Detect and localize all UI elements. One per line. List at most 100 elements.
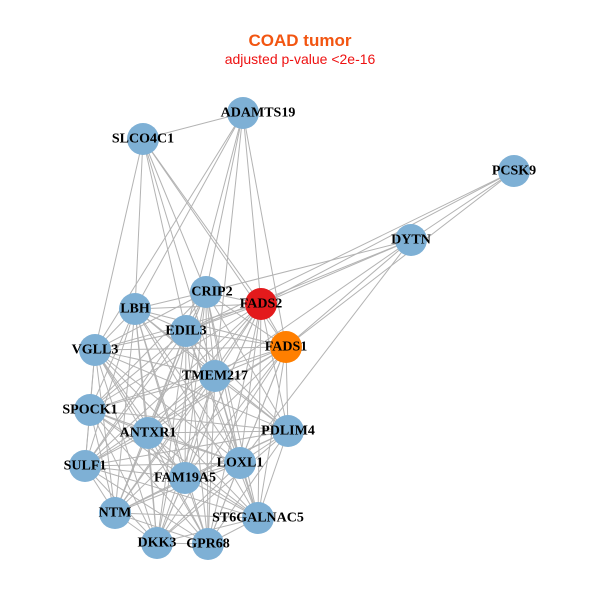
node-label: FAM19A5	[154, 471, 216, 486]
edge-layer	[84, 112, 515, 545]
node-label: TMEM217	[182, 369, 248, 384]
node-circle[interactable]	[132, 417, 164, 449]
node-label: LBH	[120, 302, 150, 317]
node-label: SULF1	[64, 459, 107, 474]
node-fads2[interactable]: FADS2	[240, 288, 283, 320]
node-circle[interactable]	[245, 288, 277, 320]
node-label: DYTN	[391, 233, 431, 248]
node-slco4c1[interactable]: SLCO4C1	[112, 123, 174, 155]
edge-lbh-sulf1	[84, 308, 136, 467]
edge-lbh-spock1	[89, 308, 136, 411]
node-circle[interactable]	[227, 97, 259, 129]
node-label: ST6GALNAC5	[212, 511, 304, 526]
node-circle[interactable]	[192, 528, 224, 560]
node-circle[interactable]	[272, 415, 304, 447]
node-circle[interactable]	[242, 502, 274, 534]
node-adamts19[interactable]: ADAMTS19	[221, 97, 296, 129]
node-antxr1[interactable]: ANTXR1	[120, 417, 177, 449]
edge-slco4c1-crip2	[142, 138, 207, 293]
edge-slco4c1-adamts19	[142, 112, 244, 140]
node-circle[interactable]	[99, 497, 131, 529]
node-circle[interactable]	[395, 224, 427, 256]
edge-tmem217-ntm	[114, 375, 216, 514]
node-circle[interactable]	[224, 447, 256, 479]
node-circle[interactable]	[190, 276, 222, 308]
edge-lbh-st6galnac5	[134, 308, 259, 519]
edge-spock1-ntm	[89, 409, 116, 514]
edge-edil3-sulf1	[84, 330, 187, 467]
edge-spock1-dkk3	[89, 409, 158, 544]
node-tmem217[interactable]: TMEM217	[182, 360, 248, 392]
node-pdlim4[interactable]: PDLIM4	[261, 415, 315, 447]
edge-spock1-loxl1	[89, 409, 241, 464]
edge-crip2-st6galnac5	[205, 291, 259, 519]
node-label: PDLIM4	[261, 424, 315, 439]
edge-dytn-tmem217	[214, 239, 412, 377]
edge-spock1-gpr68	[89, 409, 209, 545]
node-st6galnac5[interactable]: ST6GALNAC5	[212, 502, 304, 534]
node-crip2[interactable]: CRIP2	[190, 276, 233, 308]
node-label: ANTXR1	[120, 426, 177, 441]
edge-fads2-lbh	[134, 303, 262, 310]
node-circle[interactable]	[199, 360, 231, 392]
node-loxl1[interactable]: LOXL1	[217, 447, 264, 479]
node-gpr68[interactable]: GPR68	[186, 528, 230, 560]
edge-edil3-pdlim4	[185, 330, 289, 432]
edge-pdlim4-sulf1	[84, 430, 289, 467]
node-circle[interactable]	[169, 462, 201, 494]
node-label: SLCO4C1	[112, 132, 174, 147]
node-dytn[interactable]: DYTN	[391, 224, 431, 256]
edge-loxl1-sulf1	[84, 462, 241, 467]
node-fam19a5[interactable]: FAM19A5	[154, 462, 216, 494]
node-dkk3[interactable]: DKK3	[138, 527, 177, 559]
node-circle[interactable]	[79, 334, 111, 366]
edge-fads2-gpr68	[207, 303, 262, 545]
node-circle[interactable]	[127, 123, 159, 155]
edge-slco4c1-vgll3	[94, 138, 144, 351]
edge-sulf1-gpr68	[84, 465, 209, 545]
edge-adamts19-lbh	[134, 112, 244, 310]
node-fads1[interactable]: FADS1	[265, 331, 308, 363]
edge-fads2-sulf1	[84, 303, 262, 467]
node-circle[interactable]	[119, 293, 151, 325]
edge-slco4c1-tmem217	[142, 138, 216, 377]
edge-adamts19-crip2	[205, 112, 244, 293]
node-circle[interactable]	[170, 315, 202, 347]
node-circle[interactable]	[270, 331, 302, 363]
edge-vgll3-antxr1	[94, 349, 149, 434]
edge-dytn-fads1	[285, 239, 412, 348]
edge-vgll3-ntm	[94, 349, 116, 514]
node-lbh[interactable]: LBH	[119, 293, 151, 325]
edge-tmem217-spock1	[89, 375, 216, 411]
edge-spock1-pdlim4	[89, 409, 289, 432]
node-circle[interactable]	[141, 527, 173, 559]
edge-pdlim4-ntm	[114, 430, 289, 514]
edge-fads1-vgll3	[94, 346, 287, 351]
edge-vgll3-loxl1	[94, 349, 241, 464]
node-circle[interactable]	[69, 450, 101, 482]
node-label: FADS2	[240, 297, 283, 312]
edge-lbh-loxl1	[134, 308, 241, 464]
node-circle[interactable]	[498, 155, 530, 187]
edge-fads1-ntm	[114, 346, 287, 514]
edge-dytn-fads2	[260, 239, 412, 305]
edge-vgll3-tmem217	[94, 349, 216, 377]
node-vgll3[interactable]: VGLL3	[72, 334, 119, 366]
node-label: FADS1	[265, 340, 308, 355]
node-pcsk9[interactable]: PCSK9	[492, 155, 536, 187]
node-edil3[interactable]: EDIL3	[165, 315, 207, 347]
node-label: VGLL3	[72, 343, 119, 358]
node-circle[interactable]	[74, 394, 106, 426]
node-label: GPR68	[186, 537, 230, 552]
node-spock1[interactable]: SPOCK1	[62, 394, 118, 426]
node-ntm[interactable]: NTM	[99, 497, 132, 529]
edge-lbh-gpr68	[134, 308, 209, 545]
edge-edil3-fam19a5	[184, 330, 187, 479]
node-sulf1[interactable]: SULF1	[64, 450, 107, 482]
node-label: ADAMTS19	[221, 106, 296, 121]
chart-subtitle: adjusted p-value <2e-16	[224, 51, 376, 67]
edge-ntm-st6galnac5	[114, 512, 259, 519]
node-label: LOXL1	[217, 456, 264, 471]
